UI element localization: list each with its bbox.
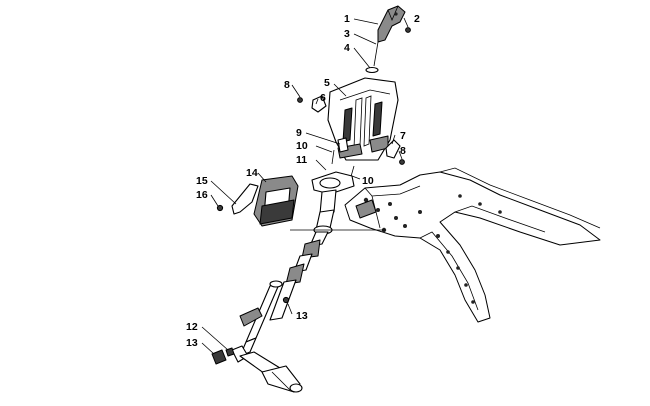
callout-3: 3 [344, 28, 350, 40]
callout-9: 9 [296, 127, 302, 139]
clip-part-6 [311, 95, 327, 113]
callout-14: 14 [246, 167, 258, 179]
callout-8-right: 8 [400, 145, 406, 157]
bezel-part-15 [231, 183, 259, 215]
lower-column-tube [239, 280, 283, 357]
steering-shaft [269, 209, 335, 321]
callout-15: 15 [196, 175, 208, 187]
callout-12: 12 [186, 321, 198, 333]
lower-linkage [231, 345, 303, 393]
callout-10-right: 10 [362, 175, 374, 187]
callout-13-lower: 13 [186, 337, 198, 349]
callout-13-upper: 13 [296, 310, 308, 322]
dash-panel-part-14 [253, 175, 299, 227]
steering-hub-part-11 [311, 171, 355, 215]
callout-11: 11 [296, 154, 307, 166]
callout-16: 16 [196, 189, 208, 201]
pin-part-9 [337, 137, 349, 153]
screw-part-2 [405, 27, 411, 33]
callout-6: 6 [320, 92, 326, 104]
callout-8-left: 8 [284, 79, 290, 91]
screw-part-16 [216, 204, 224, 212]
bolt-part-3 [373, 41, 379, 67]
callout-10-left: 10 [296, 140, 308, 152]
callout-1: 1 [344, 13, 350, 25]
callout-5: 5 [324, 77, 330, 89]
screw-part-8-right [399, 159, 405, 165]
leader-lines [201, 17, 409, 355]
handlebar-clamp-part-1 [377, 5, 406, 43]
callout-labels: 1 2 3 4 5 8 6 7 9 8 10 11 14 10 15 16 13… [186, 13, 420, 349]
callout-7: 7 [400, 130, 406, 142]
bolt-part-13-upper [282, 296, 290, 304]
callout-4: 4 [344, 42, 350, 54]
pin-part-10-left [331, 149, 335, 165]
screw-part-8-left [297, 97, 303, 103]
nut-part-13-lower [211, 349, 227, 365]
washer-part-4 [365, 66, 379, 74]
callout-2: 2 [414, 13, 420, 25]
chassis-frame [344, 167, 601, 323]
